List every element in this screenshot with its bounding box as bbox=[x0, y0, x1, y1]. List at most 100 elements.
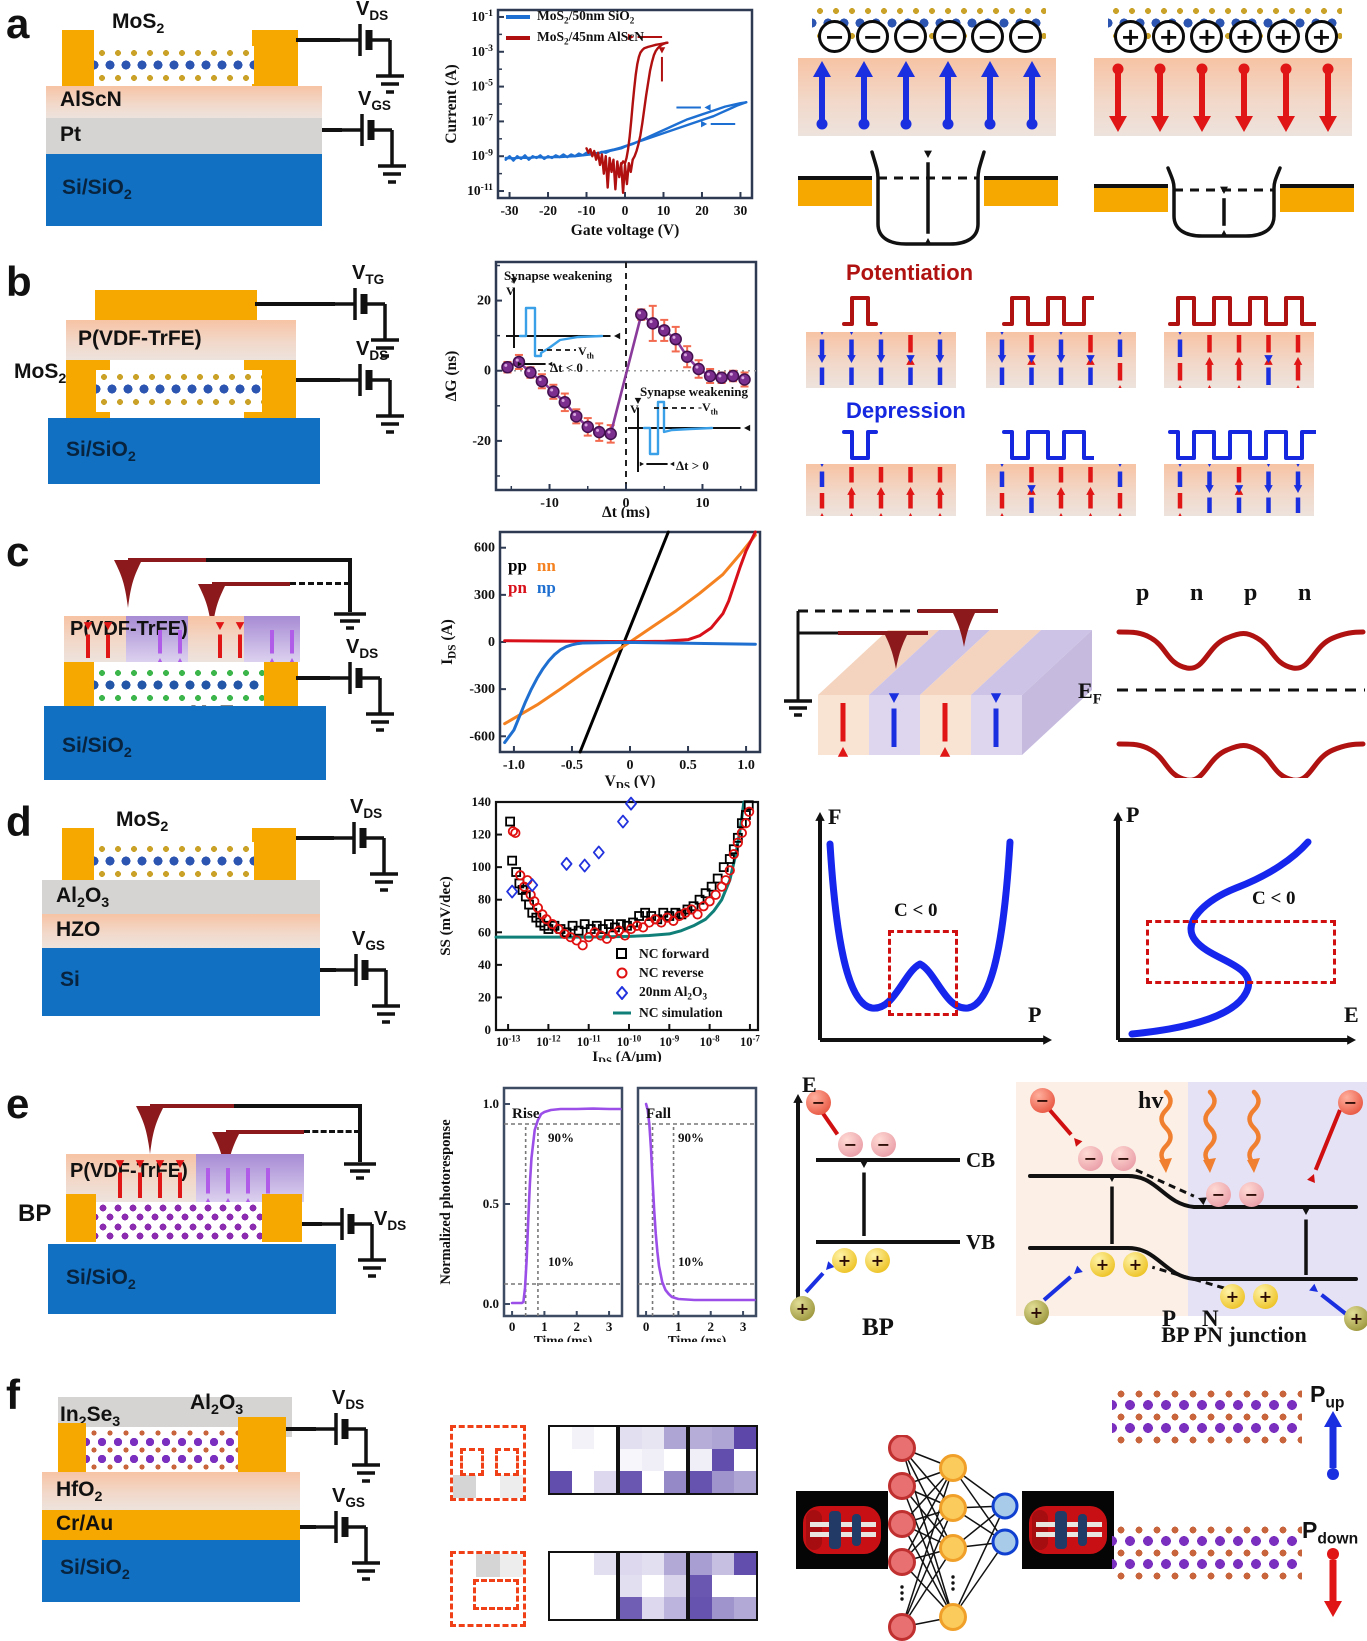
afm-cantilever bbox=[128, 558, 206, 562]
svg-text:10-7: 10-7 bbox=[740, 1034, 760, 1050]
svg-text:1: 1 bbox=[541, 1319, 548, 1334]
heatmap-cell bbox=[642, 1471, 664, 1493]
battery-vds bbox=[330, 654, 400, 744]
pct90-label: 90% bbox=[678, 1130, 704, 1145]
heatmap-cell bbox=[594, 1427, 616, 1449]
pattern-cell bbox=[499, 1554, 523, 1578]
depression-label: Depression bbox=[846, 398, 966, 423]
electrode-right bbox=[264, 662, 298, 706]
heatmap-cell bbox=[712, 1553, 734, 1575]
wire bbox=[286, 1427, 316, 1431]
svg-text:10-1: 10-1 bbox=[471, 8, 493, 24]
heatmap-grid bbox=[618, 1551, 688, 1621]
minus-charge-icon: − bbox=[932, 20, 966, 53]
heatmap-cell bbox=[690, 1553, 712, 1575]
layer-label: Si/SiO2 bbox=[62, 176, 132, 204]
heatmap-cell bbox=[690, 1449, 712, 1471]
svg-text:10-7: 10-7 bbox=[471, 113, 493, 129]
c-less-0-label: C < 0 bbox=[894, 900, 938, 921]
afm-tip-icon bbox=[114, 560, 142, 608]
battery-vds bbox=[340, 356, 410, 446]
plus-charge-icon: + bbox=[1114, 20, 1147, 53]
heatmap-cell bbox=[690, 1575, 712, 1597]
svg-text:3: 3 bbox=[740, 1319, 747, 1334]
svg-text:10-11: 10-11 bbox=[577, 1034, 602, 1050]
svg-text:1.0: 1.0 bbox=[483, 1096, 499, 1111]
bp-pn-junction-diagram: −−−−−−++++++ bbox=[1016, 1076, 1367, 1331]
heatmap-cell bbox=[572, 1449, 594, 1471]
plus-charge-icon: + bbox=[1152, 20, 1186, 53]
svg-text:-20: -20 bbox=[539, 203, 557, 218]
electron-icon: − bbox=[1030, 1088, 1055, 1113]
heatmap-cell bbox=[594, 1553, 616, 1575]
heatmap-cell bbox=[572, 1471, 594, 1493]
heatmap-cell bbox=[642, 1427, 664, 1449]
car-image-input bbox=[796, 1491, 888, 1569]
plus-charge-icon: + bbox=[1304, 20, 1338, 53]
layer-label: Al2O3 bbox=[56, 884, 110, 912]
svg-text:0.5: 0.5 bbox=[483, 1196, 500, 1211]
inset-axis-right: V bbox=[630, 402, 639, 416]
axis-label-e: E bbox=[802, 1072, 817, 1097]
svg-text:10-12: 10-12 bbox=[536, 1034, 561, 1050]
svg-text:10-10: 10-10 bbox=[617, 1034, 642, 1050]
panel-label-c: c bbox=[6, 528, 30, 575]
svg-text:0: 0 bbox=[509, 1319, 516, 1334]
layer-si: Si bbox=[42, 948, 320, 1016]
channel-label-in2se3: In2Se3 bbox=[60, 1403, 121, 1431]
in2se3-crystal-up bbox=[1112, 1389, 1302, 1445]
pattern-inner-outline bbox=[460, 1447, 485, 1476]
electrode-right bbox=[262, 1194, 302, 1242]
negative-capacitance-box bbox=[1146, 920, 1336, 984]
svg-text:0.5: 0.5 bbox=[679, 758, 697, 773]
n-region-label: N bbox=[1202, 1306, 1219, 1331]
input-pattern-top bbox=[450, 1425, 526, 1501]
band-label-p: p bbox=[1136, 580, 1150, 606]
heatmap-cell bbox=[734, 1427, 756, 1449]
svg-text:10-5: 10-5 bbox=[471, 78, 493, 94]
heatmap-cell bbox=[642, 1553, 664, 1575]
electron-icon: − bbox=[1078, 1146, 1103, 1171]
bias-label-vtg: VTG bbox=[352, 262, 385, 287]
heatmap-cell bbox=[712, 1597, 734, 1619]
pulse-train-5-down bbox=[1168, 430, 1316, 460]
polarization-up-box bbox=[798, 58, 1056, 136]
svg-text:10-8: 10-8 bbox=[700, 1034, 720, 1050]
pct90-label: 90% bbox=[548, 1130, 574, 1145]
layer-label: Si/SiO2 bbox=[60, 1556, 130, 1584]
mos2-lattice bbox=[96, 370, 262, 412]
bp-energy-diagram: −−−+++ bbox=[778, 1080, 1013, 1325]
channel-label-bp: BP bbox=[18, 1200, 52, 1227]
bias-label-vgs: VGS bbox=[352, 928, 385, 953]
heatmap-cell bbox=[550, 1471, 572, 1493]
band-label-p: p bbox=[1244, 580, 1258, 606]
fall-label: Fall bbox=[646, 1106, 671, 1122]
svg-text:IDS (A/μm): IDS (A/μm) bbox=[592, 1049, 661, 1062]
layer-label: AlScN bbox=[60, 88, 122, 111]
electrode-left bbox=[66, 1194, 96, 1242]
svg-text:Time (ms): Time (ms) bbox=[668, 1333, 727, 1342]
channel-label-mos2: MoS2 bbox=[14, 360, 67, 388]
polarization-up-arrow bbox=[1324, 1411, 1342, 1480]
heatmap-cell bbox=[620, 1427, 642, 1449]
svg-text:20: 20 bbox=[695, 203, 709, 218]
heatmap-cell bbox=[712, 1575, 734, 1597]
battery-vds bbox=[340, 16, 410, 106]
hv-label: hv bbox=[1138, 1088, 1164, 1114]
heatmap-grid bbox=[618, 1425, 688, 1495]
wire bbox=[322, 128, 342, 132]
p-region-label: P bbox=[1162, 1306, 1177, 1331]
axis-label-f: F bbox=[828, 804, 842, 829]
wire bbox=[234, 1104, 360, 1108]
pulse-train-1 bbox=[842, 296, 878, 326]
pulse-train-1-down bbox=[842, 430, 878, 460]
afm-cantilever bbox=[150, 1104, 234, 1108]
electrode-left bbox=[62, 30, 94, 86]
svg-text:10-3: 10-3 bbox=[471, 43, 493, 59]
pulse-train-5 bbox=[1168, 296, 1316, 326]
negative-charges-row: −−−−−− bbox=[818, 20, 1042, 53]
heatmap-cell bbox=[734, 1553, 756, 1575]
mos2-lattice-decor bbox=[812, 4, 1046, 40]
